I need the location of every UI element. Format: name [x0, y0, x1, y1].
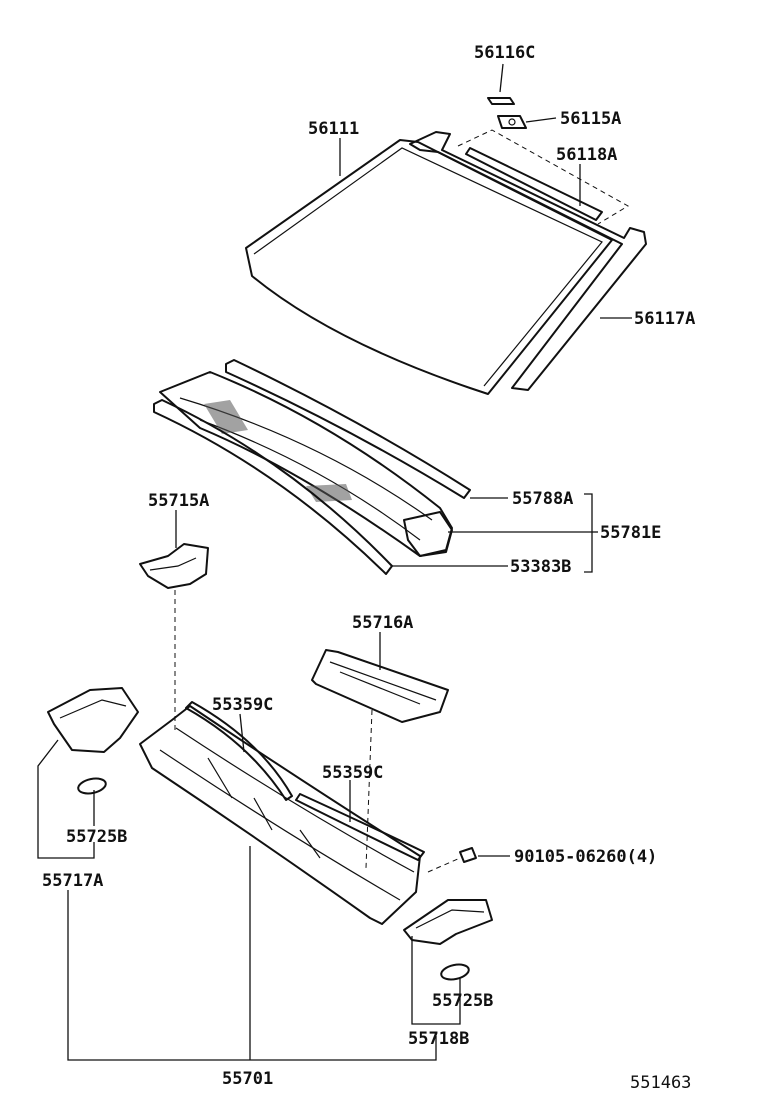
- spacer-55725b-left[interactable]: [77, 776, 107, 796]
- label-55725b-left: 55725B: [66, 827, 127, 847]
- leader-lines: [37, 63, 632, 1061]
- clip-56115a[interactable]: [497, 115, 527, 129]
- cowl-seal-upper[interactable]: [225, 359, 471, 499]
- page-number: 551463: [630, 1073, 691, 1093]
- label-56116c: 56116C: [474, 43, 535, 63]
- cowl-seal-lower[interactable]: [153, 399, 393, 575]
- bracket-55718b[interactable]: [403, 899, 493, 945]
- dam-strip[interactable]: [465, 147, 603, 221]
- label-55715a: 55715A: [148, 491, 209, 511]
- cowl-seal-55359c-left[interactable]: [185, 701, 293, 801]
- label-53383b: 53383B: [510, 557, 571, 577]
- windshield-molding[interactable]: [409, 131, 647, 391]
- label-55717a: 55717A: [42, 871, 103, 891]
- spacer-55725b-right[interactable]: [440, 962, 470, 982]
- bolt-90105[interactable]: [459, 847, 477, 863]
- label-55788a: 55788A: [512, 489, 573, 509]
- cowl-panel-55701[interactable]: [139, 705, 421, 925]
- bracket-55717a[interactable]: [47, 687, 139, 753]
- label-55718b: 55718B: [408, 1029, 469, 1049]
- bracket-55715a[interactable]: [139, 543, 209, 589]
- label-56115a: 56115A: [560, 109, 621, 129]
- label-90105: 90105-06260(4): [514, 847, 657, 867]
- label-56118a: 56118A: [556, 145, 617, 165]
- clip-56116c[interactable]: [487, 97, 515, 105]
- label-55725b-right: 55725B: [432, 991, 493, 1011]
- label-55716a: 55716A: [352, 613, 413, 633]
- windshield-glass[interactable]: [245, 139, 613, 395]
- label-55701: 55701: [222, 1069, 273, 1089]
- label-55781e: 55781E: [600, 523, 661, 543]
- label-55359c-right: 55359C: [322, 763, 383, 783]
- label-55359c-left: 55359C: [212, 695, 273, 715]
- label-56117a: 56117A: [634, 309, 695, 329]
- label-56111: 56111: [308, 119, 359, 139]
- panel-55716a[interactable]: [311, 649, 449, 723]
- cowl-seal-55359c-right[interactable]: [295, 793, 425, 861]
